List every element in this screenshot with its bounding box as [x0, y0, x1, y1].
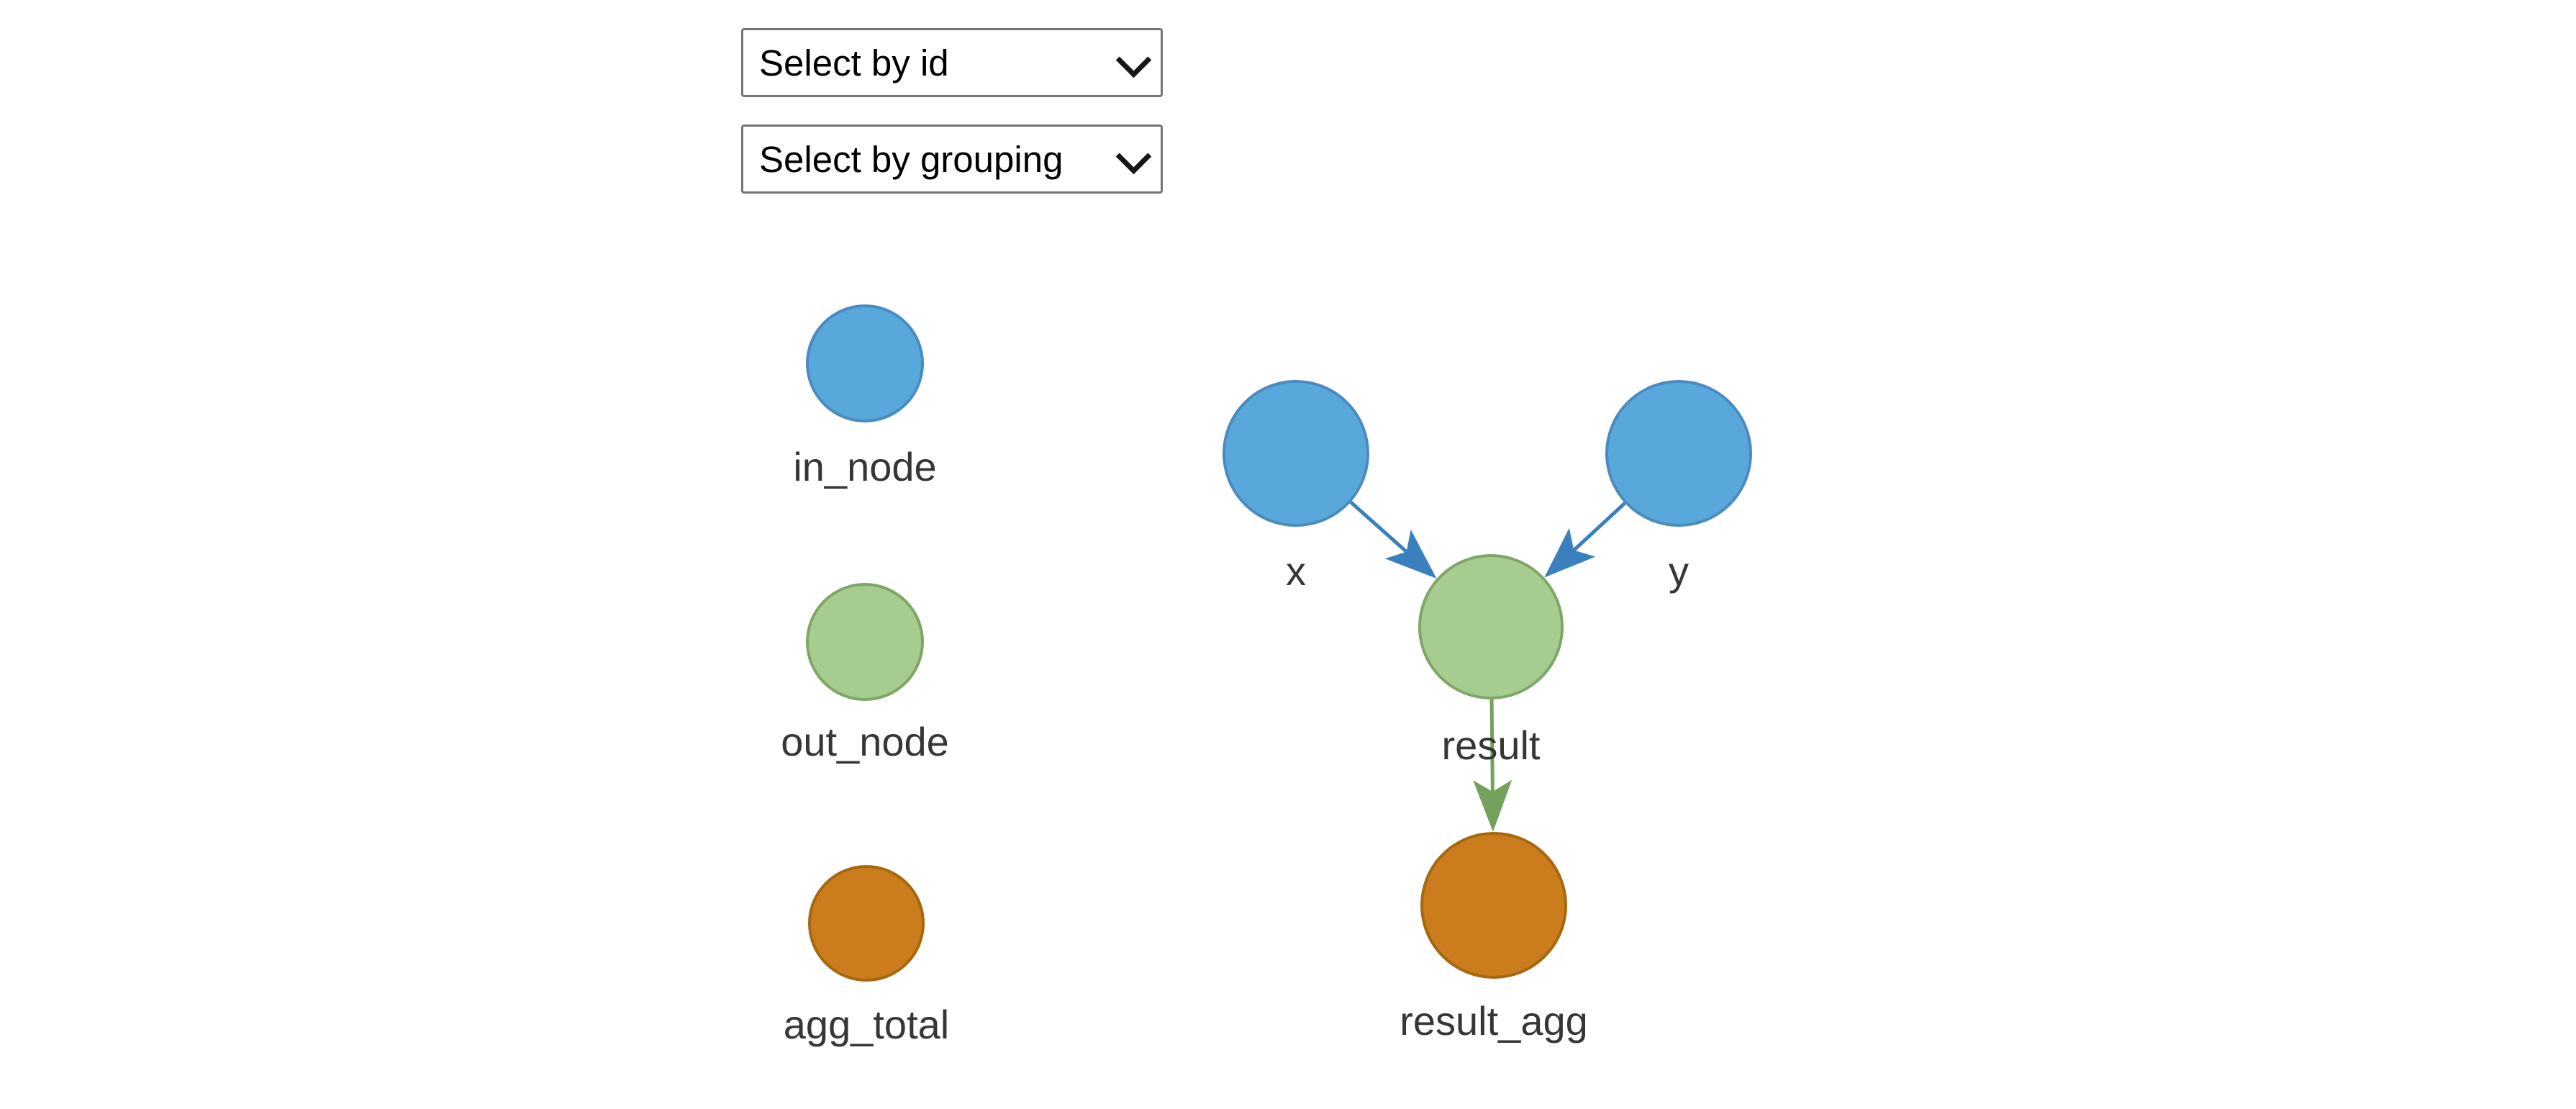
graph-node-label-y: y [1669, 548, 1689, 594]
arrowhead-icon [1473, 779, 1513, 833]
select-by-grouping-dropdown[interactable]: Select by grouping [741, 125, 1163, 194]
legend-label-agg_total: agg_total [784, 1002, 949, 1047]
graph-node-x[interactable] [1223, 380, 1369, 527]
legend-node-in_node [806, 304, 924, 422]
graph-node-result[interactable] [1418, 554, 1564, 700]
graph-node-label-result_agg: result_agg [1400, 998, 1588, 1044]
graph-node-label-x: x [1286, 548, 1306, 594]
edge-y-to-result[interactable] [1572, 502, 1626, 552]
graph-node-label-result: result [1442, 723, 1541, 768]
graph-node-y[interactable] [1605, 380, 1752, 527]
legend-label-out_node: out_node [781, 719, 949, 764]
legend-node-out_node [806, 583, 924, 701]
legend-label-in_node: in_node [793, 444, 936, 489]
edge-x-to-result[interactable] [1349, 500, 1408, 553]
select-by-id-dropdown[interactable]: Select by id [741, 28, 1163, 97]
graph-node-result_agg[interactable] [1420, 832, 1567, 979]
legend-node-agg_total [808, 865, 925, 982]
arrowhead-icon [1384, 529, 1437, 579]
arrowhead-icon [1544, 528, 1596, 578]
